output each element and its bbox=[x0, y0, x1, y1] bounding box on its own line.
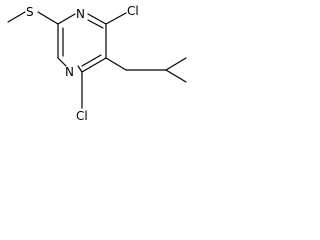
bond-n1-left bbox=[57, 57, 67, 67]
bond-n3-c4-double bbox=[87, 19, 104, 29]
bond-ch-ch3-up bbox=[165, 57, 187, 71]
bond-c6-n1-stub bbox=[77, 65, 83, 73]
bond-s-c2 bbox=[37, 11, 59, 25]
atom-nitrogen-bottom: N bbox=[65, 65, 74, 79]
bond-ch-ch3-down bbox=[165, 69, 187, 83]
atom-nitrogen-top: N bbox=[76, 7, 85, 21]
chemical-structure: S N N Cl Cl bbox=[7, 4, 187, 123]
bond-n3-c4 bbox=[87, 13, 107, 25]
bond-c2-n3 bbox=[57, 13, 76, 25]
bond-c5-ch2 bbox=[105, 57, 127, 71]
atom-chlorine-bottom: Cl bbox=[76, 109, 88, 123]
bond-c5-c6-double bbox=[81, 54, 102, 67]
bond-methyl-s bbox=[7, 11, 26, 23]
atom-sulfur: S bbox=[26, 5, 34, 19]
structure-canvas: S N N Cl Cl bbox=[0, 0, 248, 136]
atom-chlorine-top: Cl bbox=[127, 4, 139, 18]
bond-c4-cl bbox=[105, 12, 127, 25]
bond-c5-c6 bbox=[81, 57, 107, 73]
